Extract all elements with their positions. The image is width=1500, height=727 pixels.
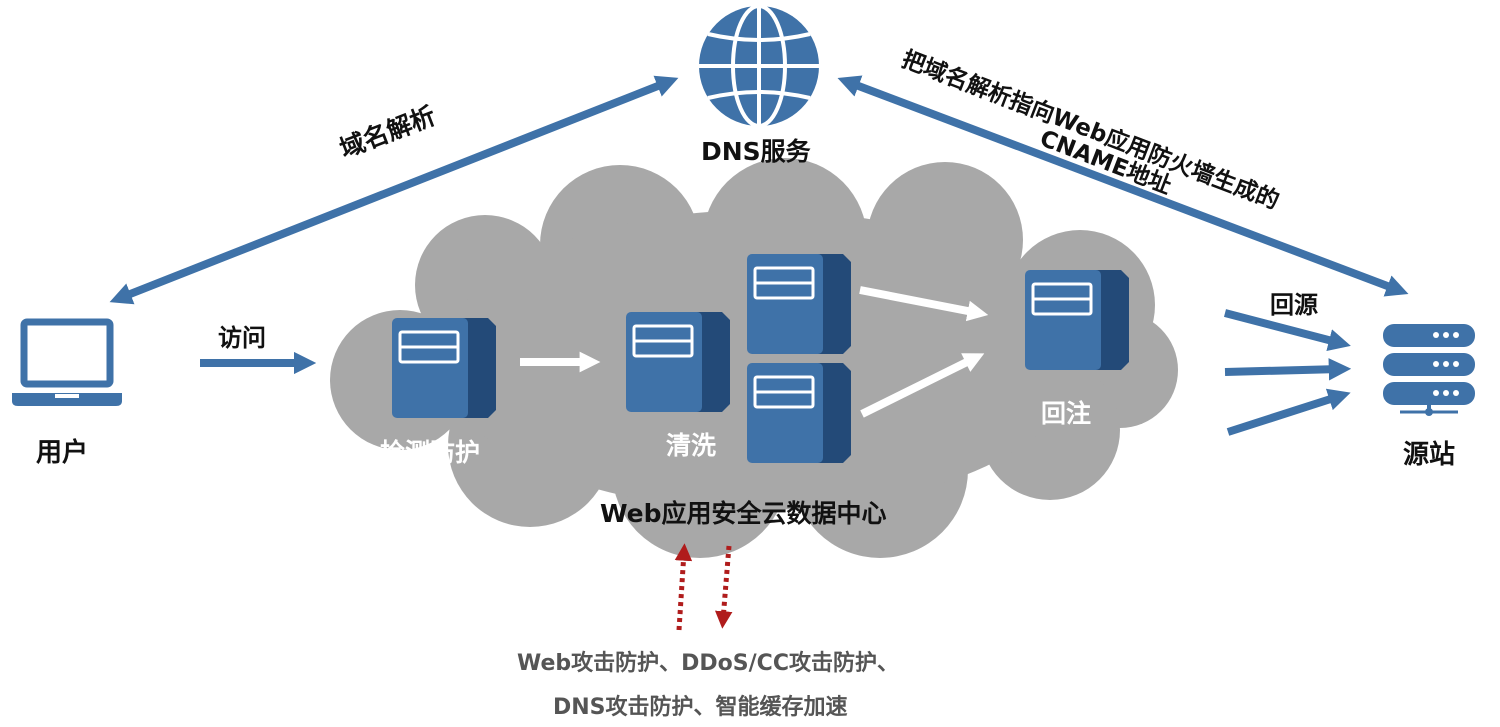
clean-label: 清洗 [666,431,717,460]
visit-label: 访问 [218,324,266,352]
arrow-origin-1 [1223,309,1351,352]
server-icon-clean-bottom [745,361,853,465]
dotted-arrow-up [674,543,693,631]
server-stack-icon [1383,324,1475,416]
server-icon-clean-top [745,252,853,356]
server-icon-detect [390,316,498,420]
origin-label: 源站 [1403,440,1456,470]
back-to-origin-label: 回源 [1270,291,1318,319]
server-icon-reinject [1023,268,1131,372]
arrow-origin-2 [1224,358,1352,381]
features-line1: Web攻击防护、DDoS/CC攻击防护、 [517,651,899,676]
dotted-arrow-down [714,545,733,629]
detect-protect-label: 检测防护 [380,438,481,467]
datacenter-label: Web应用安全云数据中心 [600,499,887,528]
arrow-clean-reinject-top [859,286,989,322]
arrow-origin-3 [1226,388,1351,436]
arrow-dns-origin [837,75,1409,297]
laptop-icon [12,318,122,406]
arrow-clean-reinject-bottom [860,353,985,418]
features-line2: DNS攻击防护、智能缓存加速 [553,695,848,720]
reinject-label: 回注 [1041,399,1092,428]
globe-icon [699,4,819,128]
arrow-user-dns [109,75,679,305]
user-label: 用户 [36,438,89,468]
server-icon-clean-left [624,310,732,414]
dns-service-label: DNS服务 [701,137,811,166]
